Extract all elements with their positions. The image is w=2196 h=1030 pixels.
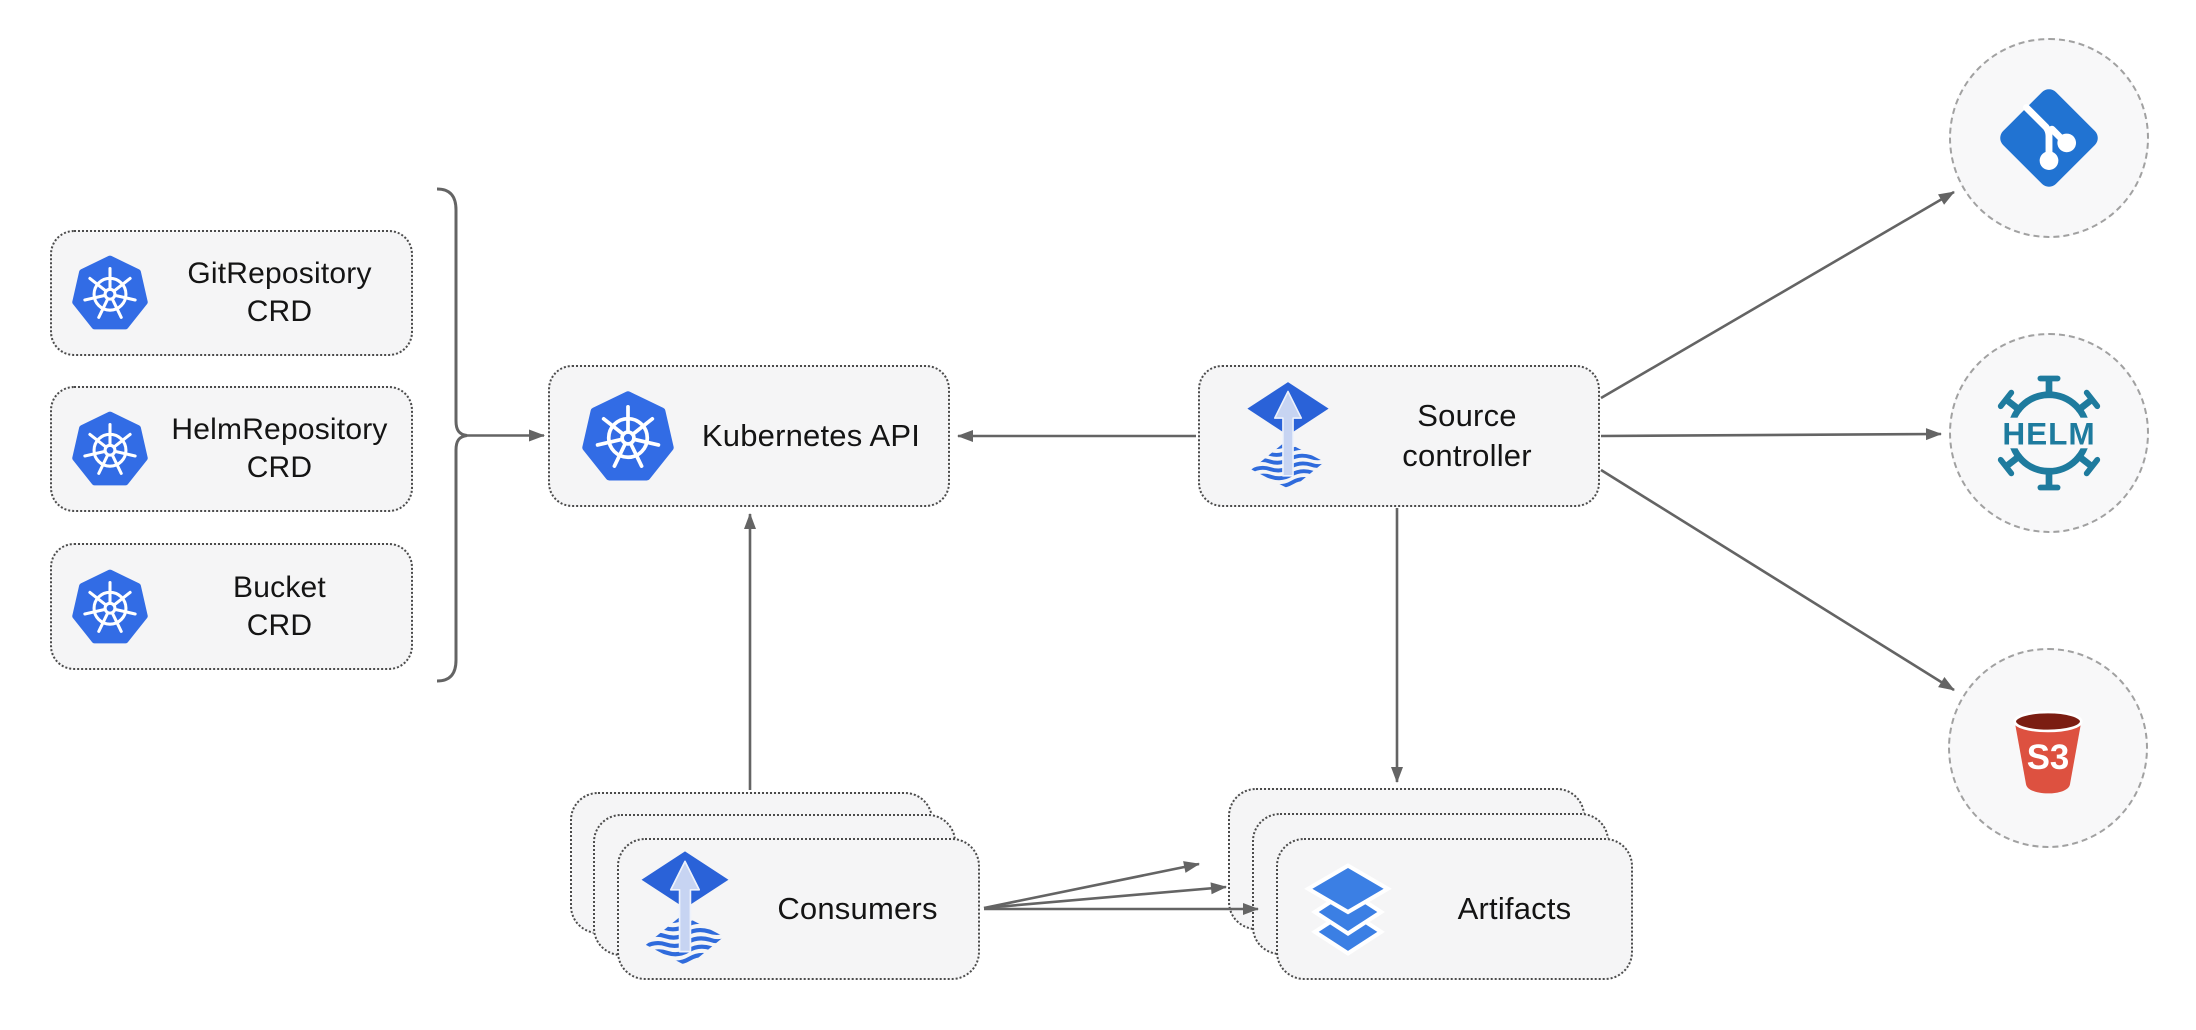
node-label: Consumers xyxy=(777,891,938,926)
label-line1: Source xyxy=(1417,398,1517,433)
s3-label: S3 xyxy=(2027,738,2070,777)
label-line2: CRD xyxy=(246,451,313,484)
s3-bucket-icon: S3 xyxy=(1995,691,2101,805)
label-line2: controller xyxy=(1402,438,1532,473)
node-label: Kubernetes API xyxy=(701,418,921,453)
consumers-stack: Consumers xyxy=(570,792,982,982)
arrow-source-controller-to-git xyxy=(1600,190,1955,400)
layers-icon xyxy=(1278,859,1398,960)
label-line2: CRD xyxy=(246,608,313,642)
helm-icon: HELM xyxy=(1982,366,2116,500)
arrow-source-controller-to-helm xyxy=(1600,428,1942,441)
kubernetes-icon xyxy=(550,389,674,484)
external-s3: S3 xyxy=(1948,648,2148,848)
flux-source-icon xyxy=(1200,379,1336,493)
label-line1: Bucket xyxy=(233,570,326,604)
node-label: Artifacts xyxy=(1457,891,1572,926)
node-label: Source controller xyxy=(1336,396,1598,476)
arrow-consumers-to-artifacts-middle xyxy=(983,882,1227,910)
node-consumers: Consumers xyxy=(617,838,980,980)
label-line2: CRD xyxy=(246,295,313,328)
node-kubernetes-api: Kubernetes API xyxy=(548,365,950,507)
kubernetes-icon xyxy=(52,410,148,488)
external-git xyxy=(1949,38,2149,238)
kubernetes-icon xyxy=(52,254,148,332)
label-line1: GitRepository xyxy=(187,257,372,290)
git-icon xyxy=(1990,79,2108,197)
arrow-source-controller-to-s3 xyxy=(1600,468,1955,692)
kubernetes-icon xyxy=(52,568,148,646)
arrow-consumers-to-artifacts-back xyxy=(983,861,1200,910)
node-source-controller: Source controller xyxy=(1198,365,1600,507)
label-line1: HelmRepository xyxy=(171,413,388,446)
flux-source-icon xyxy=(619,848,737,970)
node-artifacts: Artifacts xyxy=(1276,838,1633,980)
helm-label: HELM xyxy=(2002,415,2095,451)
grouping-bracket xyxy=(436,187,468,683)
artifacts-stack: Artifacts xyxy=(1228,788,1638,983)
external-helm: HELM xyxy=(1949,333,2149,533)
